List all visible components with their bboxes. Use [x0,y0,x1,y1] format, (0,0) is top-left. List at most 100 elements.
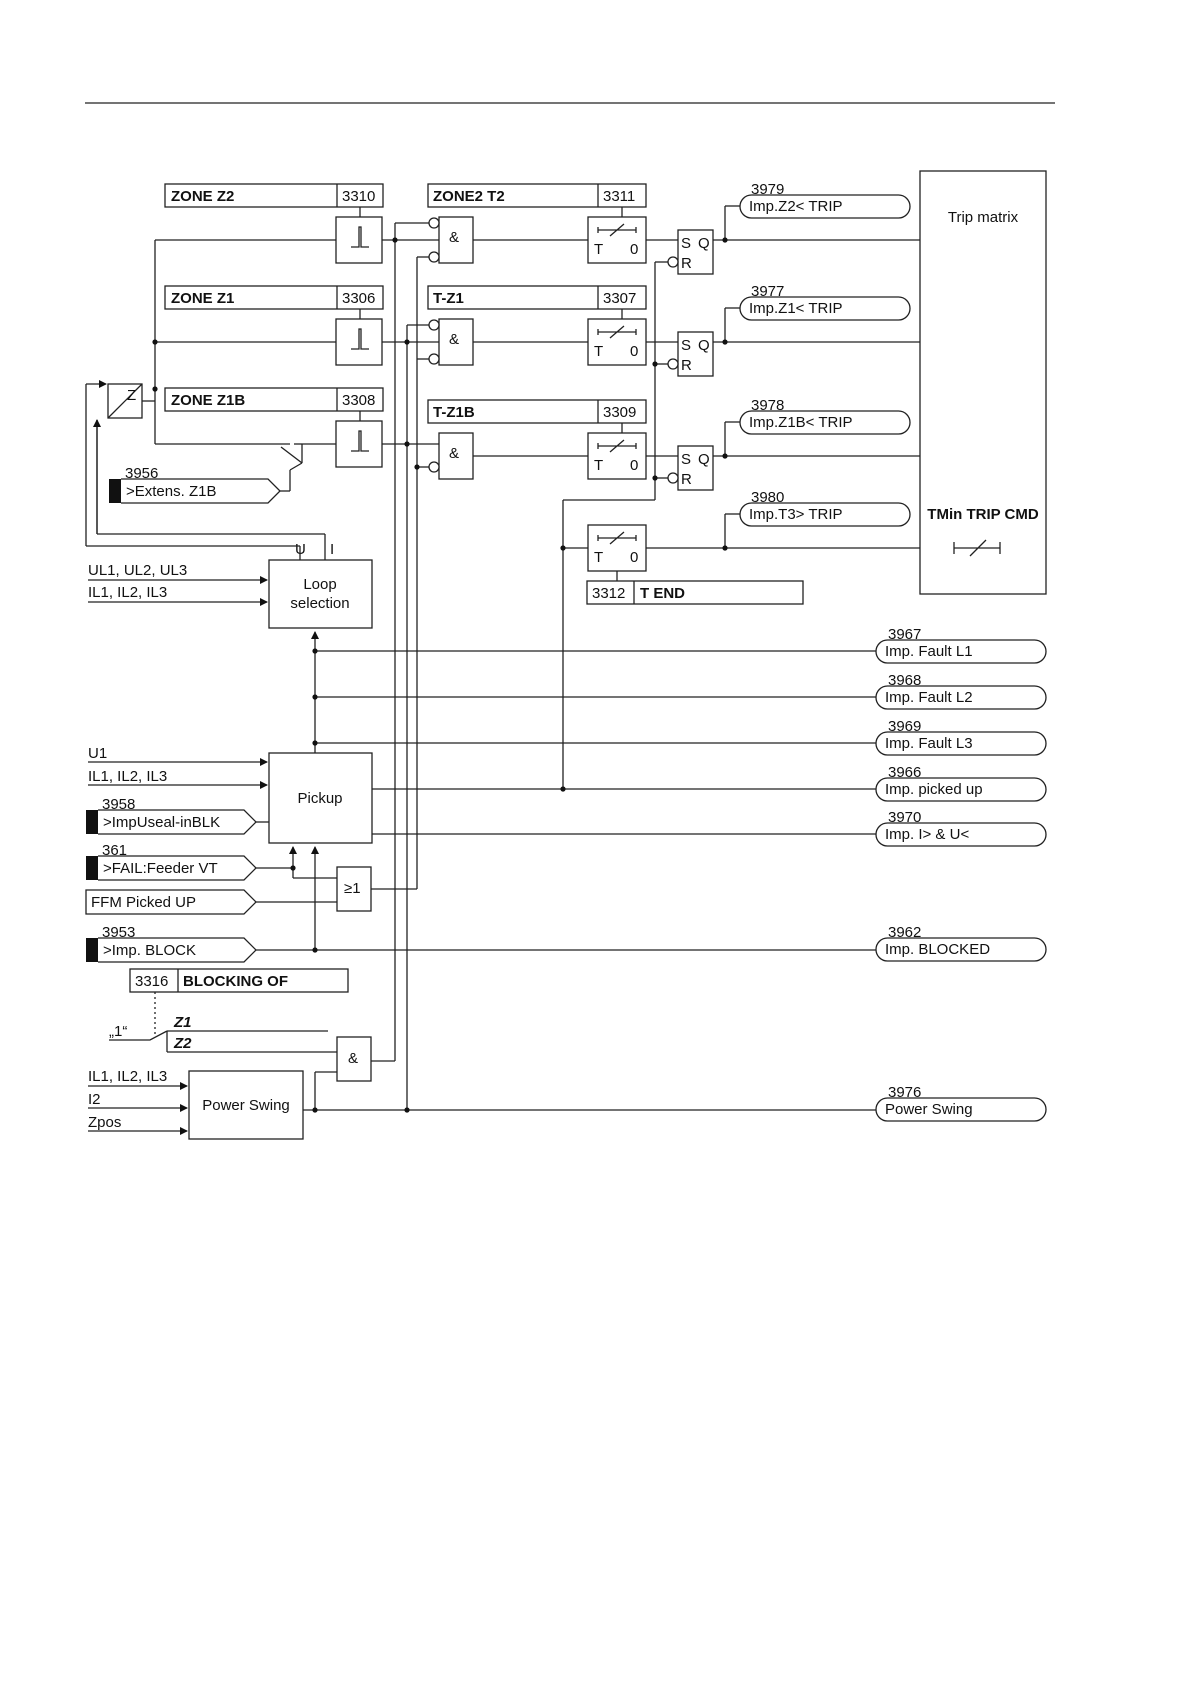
timer-t-z1b: T 0 [587,432,647,480]
output-label: Imp. BLOCKED [885,941,990,958]
svg-text:&: & [348,1050,358,1067]
svg-text:T: T [594,241,603,258]
power-swing-block: Power Swing [188,1070,304,1140]
input-label: >Extens. Z1B [126,483,216,500]
output-label: Imp. Fault L2 [885,689,973,706]
z-symbol: Z [127,387,136,404]
pickup-block: Pickup [268,752,373,844]
setting-label: T-Z1B [433,404,475,421]
trip-output-3980: 3980 Imp.T3> TRIP [739,489,911,527]
and-gate-z2: & [428,216,474,264]
setting-address: 3308 [342,392,375,409]
svg-text:Loop: Loop [303,576,336,593]
input-number: 3956 [125,465,158,482]
svg-text:T: T [594,457,603,474]
ps-input-z-label: Zpos [88,1114,121,1131]
trip-output-3979: 3979 Imp.Z2< TRIP [739,181,911,219]
delay-icon [953,539,1001,557]
setting-label: BLOCKING OF [183,973,288,990]
output-number: 3976 [888,1084,921,1101]
svg-text:&: & [449,229,459,246]
output-3962: 3962 Imp. BLOCKED [875,924,1047,962]
setting-t-end: 3312 T END [586,580,804,605]
svg-text:Power Swing: Power Swing [202,1097,290,1114]
junction-dots [152,237,728,1113]
setting-address: 3307 [603,290,636,307]
delay-icon [597,223,637,237]
svg-text:Q: Q [698,235,710,252]
loop-selection-block: Loop selection U I [268,541,373,629]
binary-input-3958: 3958 >ImpUseal-inBLK [86,796,257,835]
output-3966: 3966 Imp. picked up [875,764,1047,802]
input-label: >Imp. BLOCK [103,942,196,959]
setting-zone-z1: ZONE Z1 3306 [164,285,384,310]
setting-address: 3311 [603,188,635,205]
output-number: 3967 [888,626,921,643]
output-number: 3978 [751,397,784,414]
setting-label: ZONE Z1B [171,392,245,409]
svg-text:S: S [681,337,691,354]
binary-input-3956: 3956 >Extens. Z1B [109,465,281,504]
output-number: 3968 [888,672,921,689]
svg-text:Pickup: Pickup [297,790,342,807]
svg-text:&: & [449,445,459,462]
output-number: 3980 [751,489,784,506]
output-number: 3979 [751,181,784,198]
option-z2-label: Z2 [173,1035,192,1052]
output-label: Imp.T3> TRIP [749,506,843,523]
svg-text:S: S [681,235,691,252]
setting-t-z1b: T-Z1B 3309 [427,399,647,424]
and-gate-blocking: & [336,1036,372,1082]
setting-zone2-t2: ZONE2 T2 3311 [427,183,647,208]
flipflop-z1: S Q R [667,331,714,377]
and-gate-z1b: & [428,432,474,480]
svg-text:selection: selection [290,595,349,612]
input-label: FFM Picked UP [91,894,196,911]
flipflop-z1b: S Q R [667,445,714,491]
threshold-block-z1 [335,318,383,366]
input-label: >ImpUseal-inBLK [103,814,220,831]
ffm-picked-up-input: FFM Picked UP [85,889,257,915]
output-3967: 3967 Imp. Fault L1 [875,626,1047,664]
pickup-input-u-label: U1 [88,745,107,762]
output-label: Imp. Fault L1 [885,643,973,660]
output-3976: 3976 Power Swing [875,1084,1047,1122]
trip-output-3977: 3977 Imp.Z1< TRIP [739,283,911,321]
loop-input-i-label: IL1, IL2, IL3 [88,584,167,601]
trip-output-3978: 3978 Imp.Z1B< TRIP [739,397,911,435]
setting-address: 3312 [592,585,625,602]
output-3969: 3969 Imp. Fault L3 [875,718,1047,756]
svg-text:&: & [449,331,459,348]
ps-input-i2-label: I2 [88,1091,101,1108]
output-label: Imp.Z1B< TRIP [749,414,853,431]
output-number: 3970 [888,809,921,826]
timer-t-z1: T 0 [587,318,647,366]
svg-text:R: R [681,255,692,272]
impedance-converter: Z [107,383,143,419]
output-3970: 3970 Imp. I> & U< [875,809,1047,847]
setting-address: 3316 [135,973,168,990]
setting-label: ZONE Z2 [171,188,234,205]
svg-text:Q: Q [698,337,710,354]
svg-text:0: 0 [630,241,638,258]
setting-label: ZONE2 T2 [433,188,505,205]
output-number: 3966 [888,764,921,781]
input-number: 3958 [102,796,135,813]
output-label: Imp. picked up [885,781,983,798]
setting-label: T-Z1 [433,290,464,307]
pickup-input-i-label: IL1, IL2, IL3 [88,768,167,785]
setting-zone-z2: ZONE Z2 3310 [164,183,384,208]
binary-input-361: 361 >FAIL:Feeder VT [86,842,257,881]
svg-text:0: 0 [630,549,638,566]
flipflop-z2: S Q R [667,229,714,275]
selector-switch [109,1030,168,1041]
setting-blocking-of: 3316 BLOCKING OF [129,968,349,993]
output-label: Power Swing [885,1101,973,1118]
delay-icon [597,439,637,453]
svg-text:T: T [594,549,603,566]
input-number: 361 [102,842,127,859]
step-function-icon [351,328,369,350]
svg-text:S: S [681,451,691,468]
output-label: Imp. I> & U< [885,826,969,843]
